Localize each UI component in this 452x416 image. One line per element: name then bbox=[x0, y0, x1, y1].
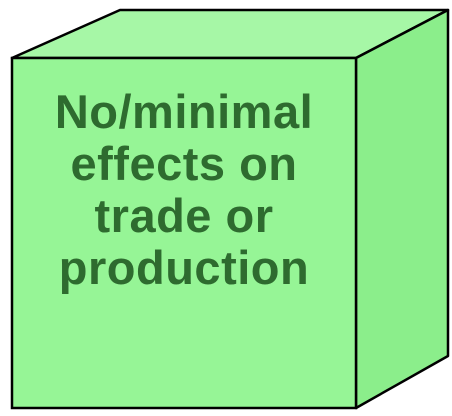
cube-label: No/minimal effects on trade or productio… bbox=[12, 58, 356, 408]
cube-side-face bbox=[354, 8, 450, 410]
cube-front-face bbox=[10, 56, 358, 410]
cube-label-line-1: No/minimal bbox=[54, 85, 314, 138]
cube-label-line-4: production bbox=[58, 241, 310, 294]
cube-label-line-3: trade or bbox=[94, 189, 274, 242]
cube-label-line-2: effects on bbox=[70, 137, 298, 190]
